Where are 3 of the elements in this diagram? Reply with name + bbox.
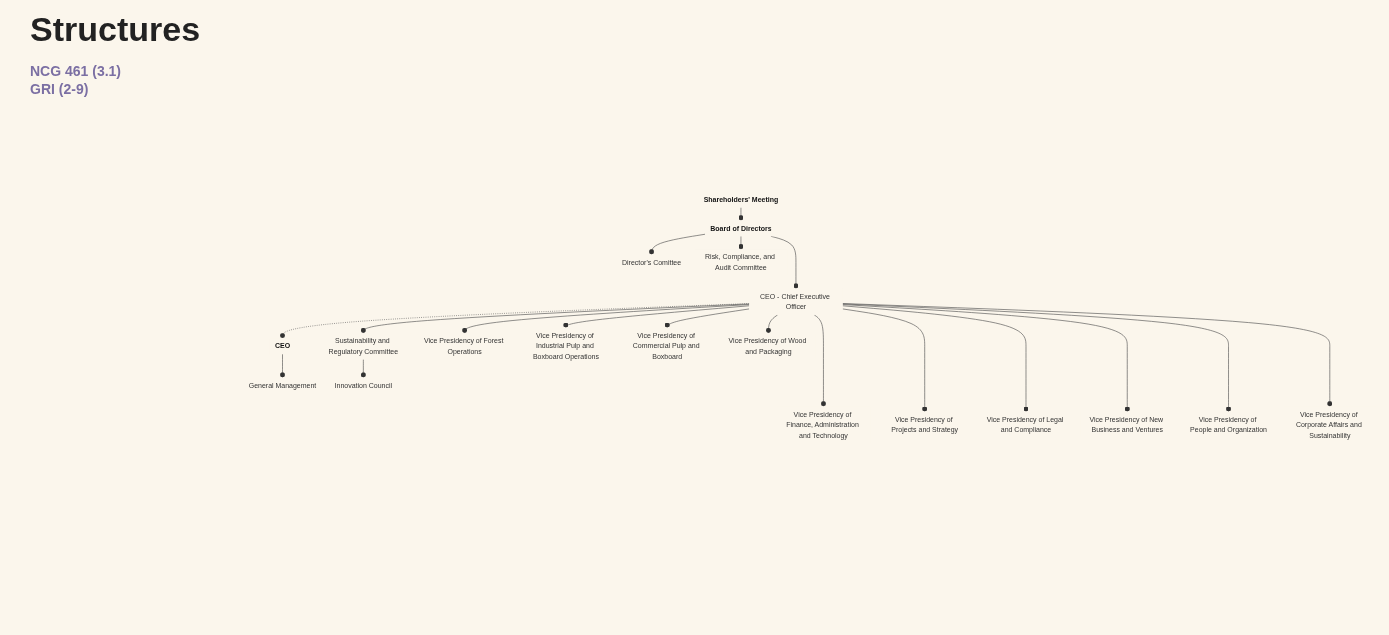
reference-code: GRI (2-9) [30,81,90,97]
reference-code: NCG 461 (3.1) [30,63,123,79]
title: Structures [30,10,202,49]
